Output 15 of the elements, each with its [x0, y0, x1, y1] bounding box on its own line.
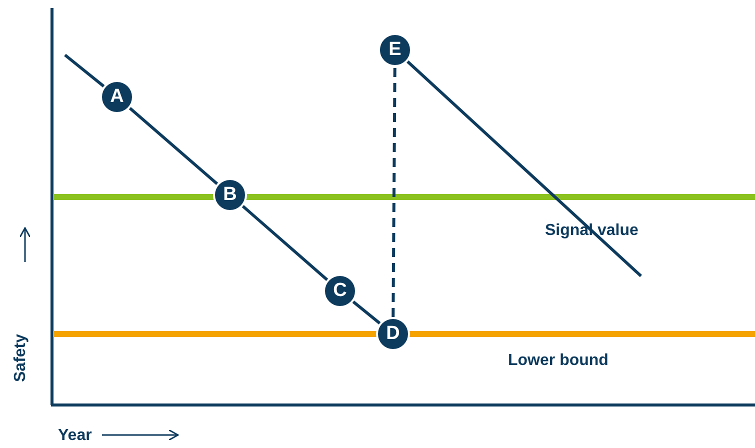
line	[242, 205, 328, 281]
line-label: Lower bound	[508, 352, 608, 370]
point-marker: D	[376, 317, 410, 351]
point-marker: E	[378, 33, 412, 67]
line	[406, 60, 642, 278]
axis-label: Year	[58, 427, 92, 445]
line-label: Signal value	[545, 222, 638, 240]
point-marker: A	[100, 80, 134, 114]
line	[64, 54, 105, 88]
point-marker: C	[323, 274, 357, 308]
axis-label: Safety	[12, 334, 30, 382]
point-marker: B	[213, 178, 247, 212]
line	[352, 300, 381, 324]
dashed-line	[392, 66, 396, 318]
line	[128, 107, 218, 185]
